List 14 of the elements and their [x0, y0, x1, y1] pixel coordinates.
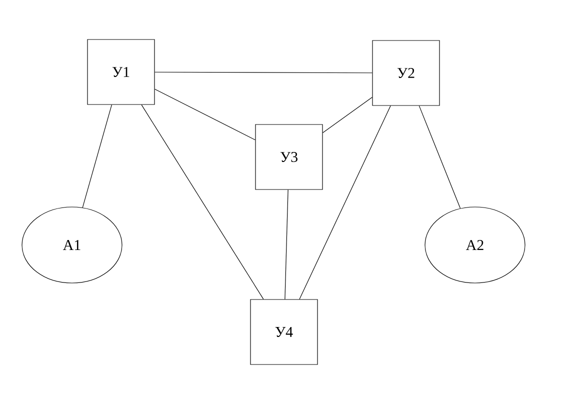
- connector-line: [299, 106, 391, 300]
- square-box: У1: [87, 39, 155, 105]
- square-box: У3: [255, 124, 323, 190]
- square-box: У4: [250, 299, 318, 365]
- connector-line: [141, 104, 264, 300]
- ellipse-node: А1: [22, 206, 122, 284]
- connector-line: [154, 72, 372, 74]
- connector-line: [322, 96, 372, 134]
- square-box: У2: [372, 40, 440, 106]
- connector-line: [154, 88, 256, 140]
- connector-line: [82, 104, 112, 208]
- connector-line: [418, 106, 461, 209]
- ellipse-node: А2: [424, 206, 526, 284]
- connector-line: [284, 190, 288, 300]
